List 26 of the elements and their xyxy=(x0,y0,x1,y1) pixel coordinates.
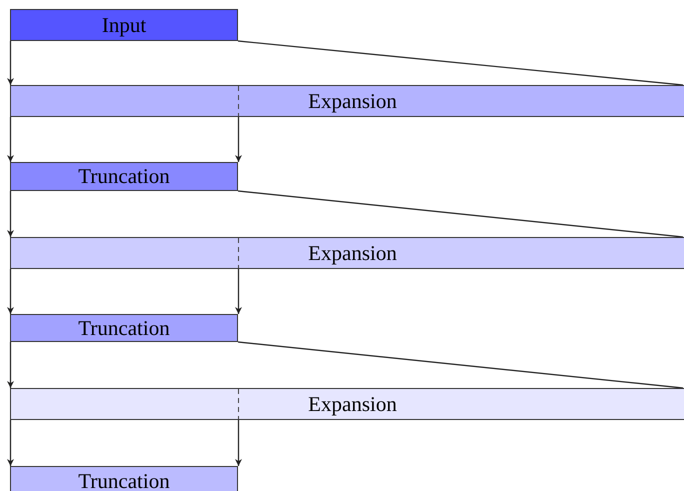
node-label: Expansion xyxy=(308,90,397,112)
arrow xyxy=(235,269,242,314)
node-label: Expansion xyxy=(308,394,397,414)
node-label: Truncation xyxy=(78,166,170,187)
connector-line xyxy=(238,341,684,389)
node-label: Input xyxy=(102,14,146,36)
arrow xyxy=(7,117,14,162)
process-box xyxy=(10,162,238,191)
process-box xyxy=(10,9,238,41)
expansion-band xyxy=(10,388,684,420)
process-box xyxy=(10,466,238,491)
arrow xyxy=(7,420,14,466)
expansion-band xyxy=(10,85,684,117)
arrow xyxy=(7,342,14,388)
node-label: Truncation xyxy=(78,318,170,338)
arrow xyxy=(235,117,242,162)
arrow xyxy=(7,41,14,85)
process-box xyxy=(10,314,238,342)
expansion-band xyxy=(10,237,684,269)
connector-line xyxy=(238,190,684,238)
node-label: Truncation xyxy=(78,470,170,491)
connector-line xyxy=(238,40,684,86)
arrow xyxy=(7,191,14,237)
arrow xyxy=(7,269,14,314)
arrow xyxy=(235,420,242,466)
node-label: Expansion xyxy=(308,242,397,264)
